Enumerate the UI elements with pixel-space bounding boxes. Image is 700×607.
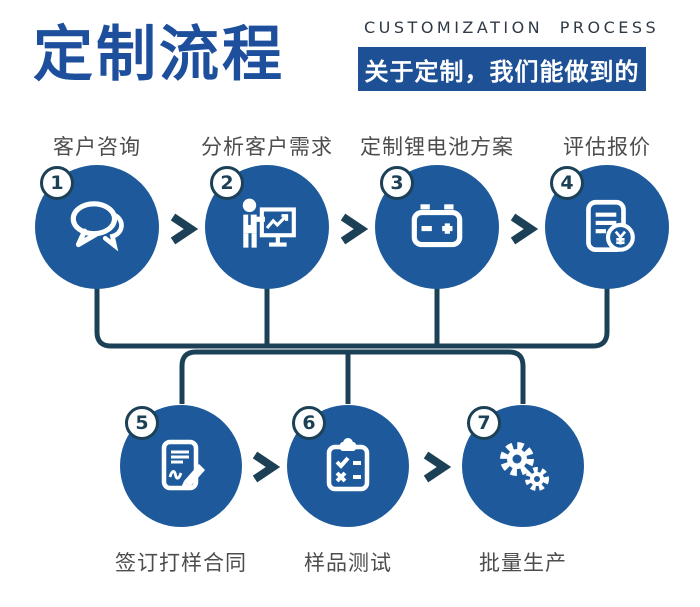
step-5-number: 5 bbox=[135, 412, 149, 434]
banner-text: 关于定制，我们能做到的 bbox=[364, 57, 640, 86]
step-1-circle: 1 bbox=[35, 165, 159, 289]
step-1-number: 1 bbox=[50, 172, 64, 194]
battery-icon bbox=[404, 194, 470, 260]
arrow-2-3-icon bbox=[340, 213, 369, 245]
step-5-circle: 5 bbox=[120, 405, 242, 527]
subtitle-english: CUSTOMIZATION PROCESS bbox=[364, 18, 660, 37]
step-6-number: 6 bbox=[302, 412, 316, 434]
arrow-5-6-icon bbox=[252, 451, 281, 483]
presentation-chart-icon bbox=[234, 194, 300, 260]
step-3-label: 定制锂电池方案 bbox=[360, 135, 514, 159]
step-3-number: 3 bbox=[390, 172, 404, 194]
step-6-number-badge: 6 bbox=[292, 406, 326, 440]
checklist-icon bbox=[316, 434, 380, 498]
chat-bubbles-icon bbox=[64, 194, 130, 260]
step-5-label: 签订打样合同 bbox=[115, 551, 247, 575]
step-2-number-badge: 2 bbox=[210, 166, 244, 200]
step-6-circle: 6 bbox=[287, 405, 409, 527]
step-4-number-badge: 4 bbox=[550, 166, 584, 200]
step-7-number-badge: 7 bbox=[467, 406, 501, 440]
arrow-3-4-icon bbox=[510, 213, 539, 245]
step-3-number-badge: 3 bbox=[380, 166, 414, 200]
banner: 关于定制，我们能做到的 bbox=[358, 47, 646, 91]
bottom-bus-line bbox=[179, 349, 526, 404]
step-6-label: 样品测试 bbox=[304, 551, 392, 575]
step-1-label: 客户咨询 bbox=[53, 135, 141, 159]
contract-signing-icon bbox=[149, 434, 213, 498]
page-title: 定制流程 bbox=[33, 20, 285, 90]
step-1-number-badge: 1 bbox=[40, 166, 74, 200]
step-2-label: 分析客户需求 bbox=[201, 135, 333, 159]
step-4-label: 评估报价 bbox=[563, 135, 651, 159]
step-3-circle: 3 bbox=[375, 165, 499, 289]
step-2-number: 2 bbox=[220, 172, 234, 194]
step-4-number: 4 bbox=[560, 172, 574, 194]
top-bus-line bbox=[94, 272, 610, 349]
gears-icon bbox=[491, 434, 555, 498]
arrow-1-2-icon bbox=[170, 213, 199, 245]
quote-document-yen-icon bbox=[574, 194, 640, 260]
step-2-circle: 2 bbox=[205, 165, 329, 289]
arrow-6-7-icon bbox=[423, 451, 452, 483]
step-5-number-badge: 5 bbox=[125, 406, 159, 440]
step-7-circle: 7 bbox=[462, 405, 584, 527]
step-7-number: 7 bbox=[477, 412, 491, 434]
step-4-circle: 4 bbox=[545, 165, 669, 289]
step-7-label: 批量生产 bbox=[479, 551, 567, 575]
